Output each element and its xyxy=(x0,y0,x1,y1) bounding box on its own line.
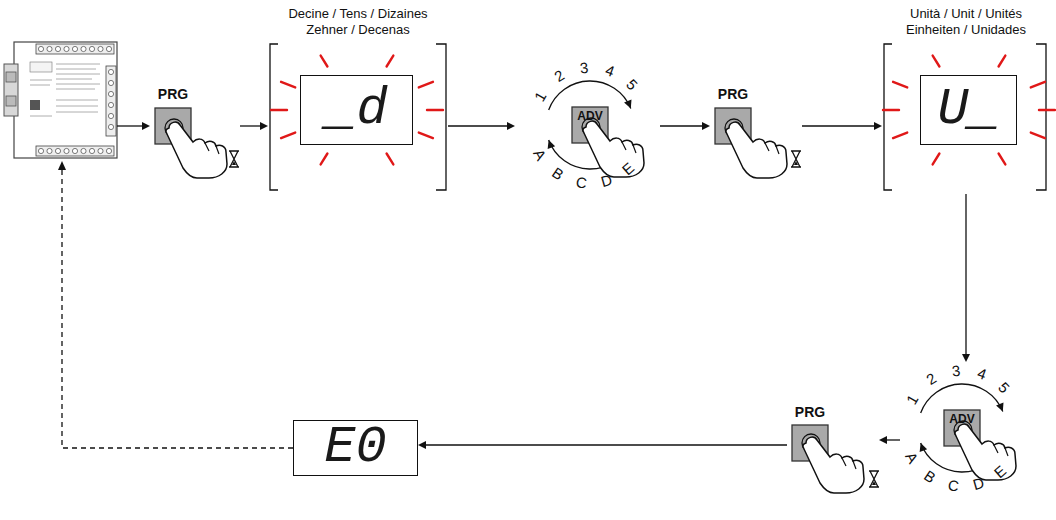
flow-arrow xyxy=(879,436,900,444)
display-code: E0 xyxy=(324,422,386,474)
step-number: 5 xyxy=(623,76,640,92)
display-code: _d xyxy=(325,84,387,136)
advance-button: ADV xyxy=(515,100,660,160)
segment-display: _d xyxy=(300,75,413,145)
step-number: 4 xyxy=(975,365,988,382)
display-box: E0 xyxy=(293,420,418,476)
bracket xyxy=(884,44,1046,190)
step-letter: B xyxy=(549,164,566,182)
hand-icon xyxy=(954,421,1016,480)
button-label: ADV xyxy=(572,109,608,123)
hourglass-icon xyxy=(869,471,879,487)
flow-arrow xyxy=(802,122,882,130)
hand-icon xyxy=(582,118,644,177)
step-number: 3 xyxy=(951,362,961,378)
step-letter: C xyxy=(574,174,587,191)
button-step: PRG xyxy=(787,404,879,495)
blink-rays xyxy=(271,56,1055,165)
flow-arrow xyxy=(660,122,710,130)
flow-arrow xyxy=(418,441,787,449)
display-code: U_ xyxy=(937,84,999,136)
arrow-head xyxy=(142,122,150,130)
flow-line xyxy=(117,125,144,126)
segment-display: U_ xyxy=(920,75,1017,145)
display-heading: Decine / Tens / Dizaines Zehner / Decena… xyxy=(274,6,442,37)
bracket xyxy=(270,44,446,190)
hand-icon xyxy=(802,434,864,493)
step-letter: B xyxy=(921,467,938,485)
advance-button: ADV xyxy=(900,362,1035,462)
display-box: Unità / Unit / Unités Einheiten / Unidad… xyxy=(882,4,1050,194)
display-box: Decine / Tens / Dizaines Zehner / Decena… xyxy=(268,4,448,194)
step-number: 3 xyxy=(579,59,589,75)
return-line xyxy=(62,170,293,448)
step-number: 2 xyxy=(924,370,939,387)
hand-icon xyxy=(165,119,227,178)
arrow-head xyxy=(58,161,66,170)
display-heading: Unità / Unit / Unités Einheiten / Unidad… xyxy=(884,6,1048,37)
button-label: PRG xyxy=(150,86,196,102)
flow-arrow xyxy=(448,122,515,130)
flow-arrow xyxy=(962,194,970,362)
step-number: 1 xyxy=(903,392,920,407)
hourglass-icon xyxy=(229,151,239,167)
hand-icon xyxy=(725,119,787,178)
step-number: 5 xyxy=(995,379,1012,395)
step-number: 1 xyxy=(531,89,548,104)
step-letter: C xyxy=(946,477,959,494)
button-step: PRG xyxy=(710,86,802,178)
button-label: PRG xyxy=(787,404,833,420)
step-number: 2 xyxy=(552,67,567,84)
hourglass-icon xyxy=(791,151,801,167)
flow-arrow xyxy=(240,122,268,130)
step-letter: A xyxy=(531,146,549,162)
button-label: ADV xyxy=(944,412,980,426)
button-step: PRG xyxy=(150,86,240,178)
button-label: PRG xyxy=(710,86,756,102)
device-illustration xyxy=(4,42,117,158)
step-letter: A xyxy=(903,449,921,465)
step-number: 4 xyxy=(603,62,616,79)
